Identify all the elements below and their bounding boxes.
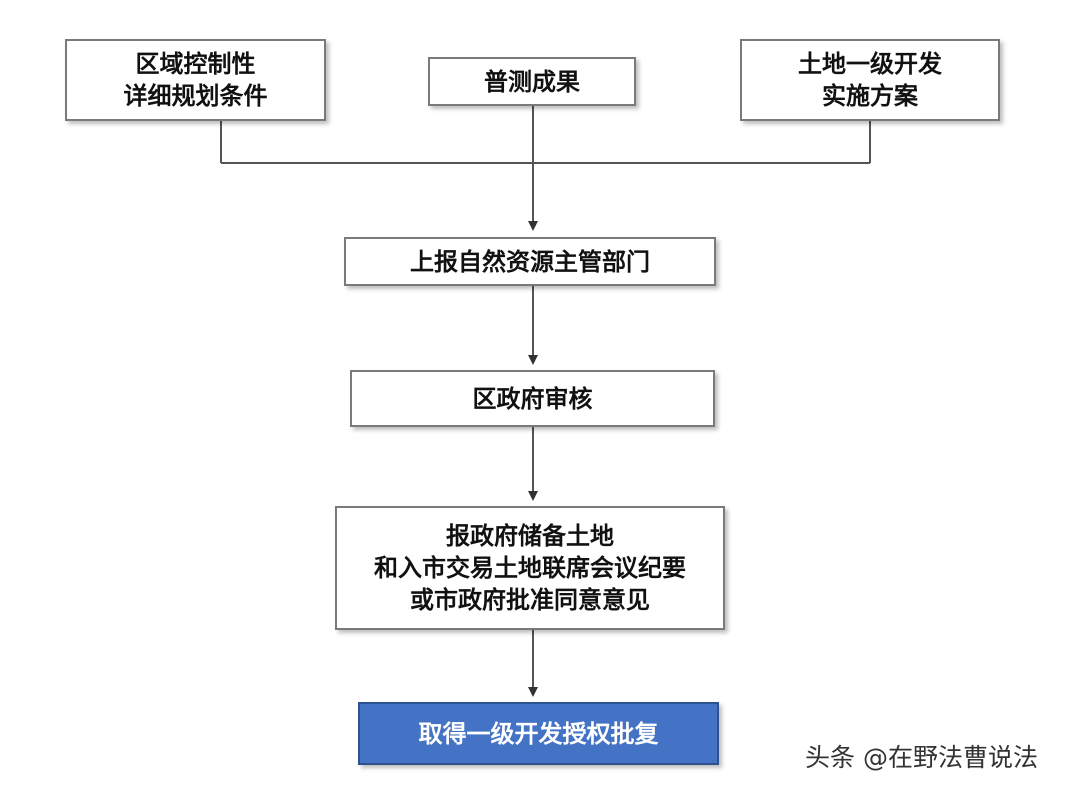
node-government-minutes-line-3: 或市政府批准同意意见 [410,586,650,614]
watermark-text: 头条 @在野法曹说法 [805,743,1038,772]
node-authorization-label: 取得一级开发授权批复 [418,719,659,748]
node-district-review: 区政府审核 [350,370,715,427]
node-authorization: 取得一级开发授权批复 [358,702,719,765]
node-report-department: 上报自然资源主管部门 [344,237,716,286]
node-report-department-label: 上报自然资源主管部门 [410,247,650,276]
node-government-minutes-line-1: 报政府储备土地 [446,522,614,550]
node-survey-results: 普测成果 [428,57,636,106]
node-government-minutes: 报政府储备土地 和入市交易土地联席会议纪要 或市政府批准同意意见 [335,506,725,630]
node-development-plan: 土地一级开发 实施方案 [740,39,1000,121]
node-development-plan-line-1: 土地一级开发 [798,50,942,78]
node-survey-results-label: 普测成果 [484,67,580,96]
node-regulatory-plan: 区域控制性 详细规划条件 [65,39,326,121]
node-government-minutes-line-2: 和入市交易土地联席会议纪要 [374,554,686,582]
node-regulatory-plan-line-2: 详细规划条件 [123,82,268,110]
node-development-plan-line-2: 实施方案 [822,82,918,110]
node-district-review-label: 区政府审核 [472,384,593,413]
node-regulatory-plan-line-1: 区域控制性 [135,50,256,78]
